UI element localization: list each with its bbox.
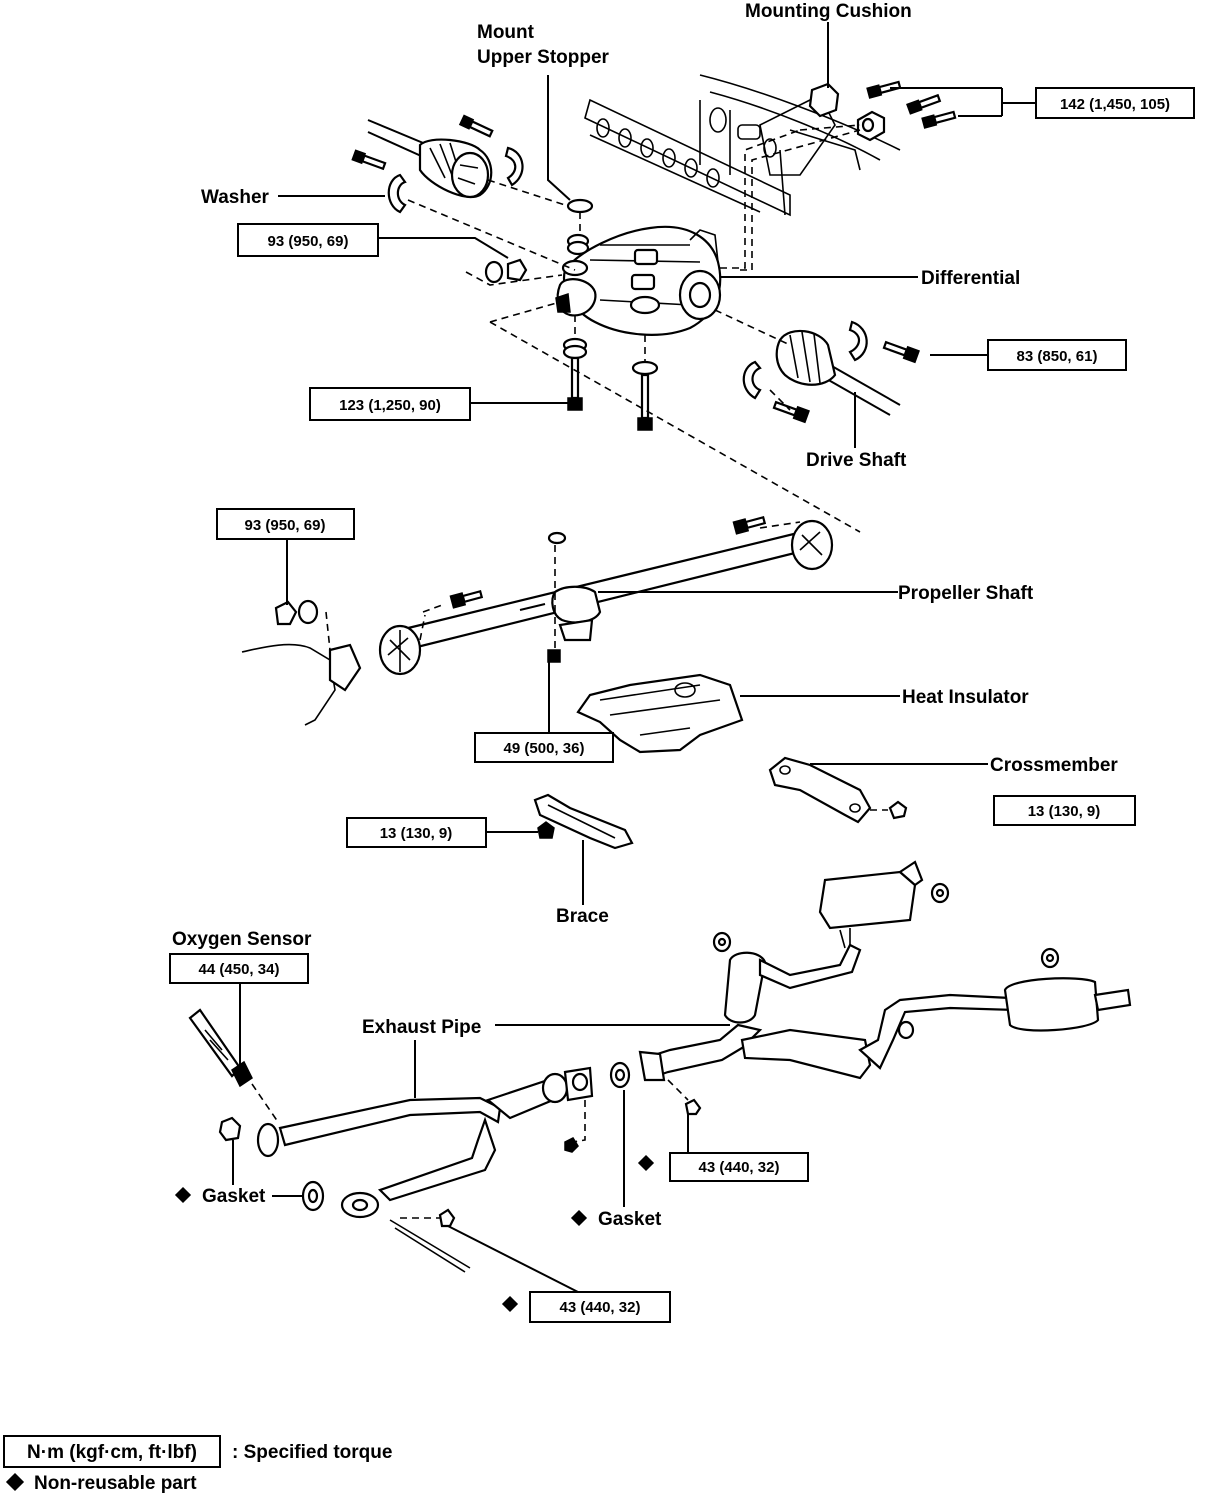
drive-shaft-left xyxy=(351,114,524,214)
propeller-shaft-assembly xyxy=(241,515,834,726)
nonreusable-markers xyxy=(174,1154,655,1313)
label-upper-stopper: Upper Stopper xyxy=(477,47,610,68)
diamond-icon xyxy=(174,1186,192,1204)
label-gasket-mid: Gasket xyxy=(598,1209,662,1230)
alignment-dashed-lines xyxy=(407,124,861,533)
heat-insulator xyxy=(576,673,744,754)
exhaust-pipe-assembly xyxy=(188,860,1132,1273)
label-oxygen-sensor: Oxygen Sensor xyxy=(172,929,312,950)
legend-torque-desc: : Specified torque xyxy=(232,1442,392,1463)
svg-text:43 (440, 32): 43 (440, 32) xyxy=(699,1159,780,1176)
legend-torque-unit: N·m (kgf·cm, ft·lbf) xyxy=(27,1442,197,1463)
label-gasket-left: Gasket xyxy=(202,1186,266,1207)
label-crossmember: Crossmember xyxy=(990,755,1118,776)
torque-box-driveshaft: 83 (850, 61) xyxy=(987,339,1127,371)
label-mounting-cushion: Mounting Cushion xyxy=(745,1,912,22)
diamond-icon xyxy=(501,1295,519,1313)
label-heat-insulator: Heat Insulator xyxy=(902,687,1029,708)
svg-text:43 (440, 32): 43 (440, 32) xyxy=(560,1299,641,1316)
torque-box-exhaust-mid: 43 (440, 32) xyxy=(669,1152,809,1182)
differential-assembly xyxy=(484,80,957,431)
svg-text:44 (450, 34): 44 (450, 34) xyxy=(199,961,280,978)
label-exhaust-pipe: Exhaust Pipe xyxy=(362,1017,481,1038)
label-washer: Washer xyxy=(201,187,270,208)
diamond-icon xyxy=(5,1472,25,1492)
svg-text:13 (130, 9): 13 (130, 9) xyxy=(380,825,453,842)
label-brace: Brace xyxy=(556,906,609,927)
svg-text:123 (1,250, 90): 123 (1,250, 90) xyxy=(339,397,441,414)
svg-text:83 (850, 61): 83 (850, 61) xyxy=(1017,348,1098,365)
torque-box-cushion: 142 (1,450, 105) xyxy=(1035,87,1195,119)
torque-box-prop-flange: 93 (950, 69) xyxy=(216,508,355,540)
torque-box-diff-bottom: 123 (1,250, 90) xyxy=(309,387,471,421)
part-labels: Mounting Cushion Mount Upper Stopper Was… xyxy=(172,1,1118,1230)
brace xyxy=(533,793,634,850)
label-drive-shaft: Drive Shaft xyxy=(806,450,907,471)
torque-box-center-bearing: 49 (500, 36) xyxy=(474,732,614,763)
diamond-icon xyxy=(570,1209,588,1227)
torque-box-crossmember: 13 (130, 9) xyxy=(993,795,1136,826)
label-mount: Mount xyxy=(477,22,535,43)
legend-torque-box xyxy=(3,1435,221,1468)
legend: N·m (kgf·cm, ft·lbf) : Specified torque … xyxy=(3,1435,392,1494)
torque-boxes: 142 (1,450, 105) 93 (950, 69) 123 (1,250… xyxy=(169,87,1195,1323)
svg-text:93 (950, 69): 93 (950, 69) xyxy=(268,233,349,250)
svg-text:93 (950, 69): 93 (950, 69) xyxy=(245,517,326,534)
torque-box-diff-front: 93 (950, 69) xyxy=(237,223,379,257)
torque-box-exhaust-front: 43 (440, 32) xyxy=(529,1291,671,1323)
torque-box-oxygen: 44 (450, 34) xyxy=(169,953,309,984)
svg-text:49 (500, 36): 49 (500, 36) xyxy=(504,740,585,757)
leader-lines xyxy=(232,22,1036,1293)
label-propeller-shaft: Propeller Shaft xyxy=(898,583,1034,604)
legend-nonreusable: Non-reusable part xyxy=(34,1473,197,1494)
drive-shaft-right xyxy=(742,320,920,424)
crossmember xyxy=(768,756,908,824)
svg-text:13 (130, 9): 13 (130, 9) xyxy=(1028,803,1101,820)
svg-text:142 (1,450, 105): 142 (1,450, 105) xyxy=(1060,96,1170,113)
vehicle-body-frame xyxy=(584,74,901,217)
label-differential: Differential xyxy=(921,268,1020,289)
diamond-icon xyxy=(637,1154,655,1172)
torque-box-brace: 13 (130, 9) xyxy=(346,817,487,848)
